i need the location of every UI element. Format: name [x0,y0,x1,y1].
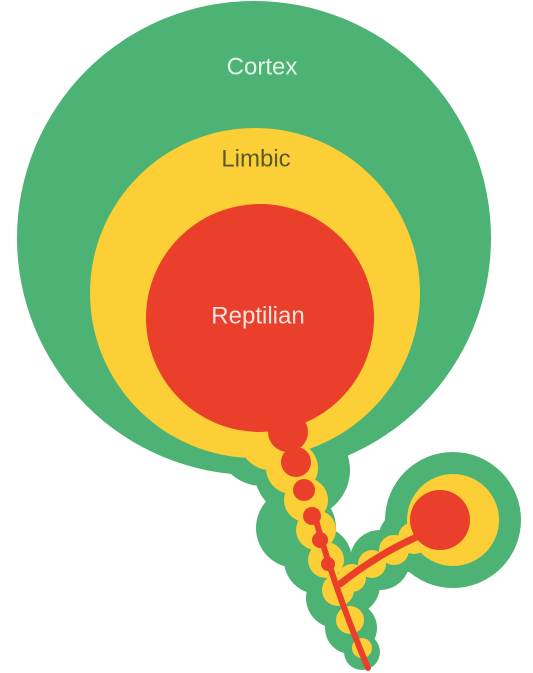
limbic-label: Limbic [221,145,290,172]
reptilian-bud-circle [410,490,470,550]
reptilian-stem-bulge [293,479,315,501]
reptilian-stem-bulge [268,412,308,452]
cortex-label: Cortex [227,53,298,80]
reptilian-label: Reptilian [211,302,304,329]
reptilian-stem-bulge [281,447,311,477]
